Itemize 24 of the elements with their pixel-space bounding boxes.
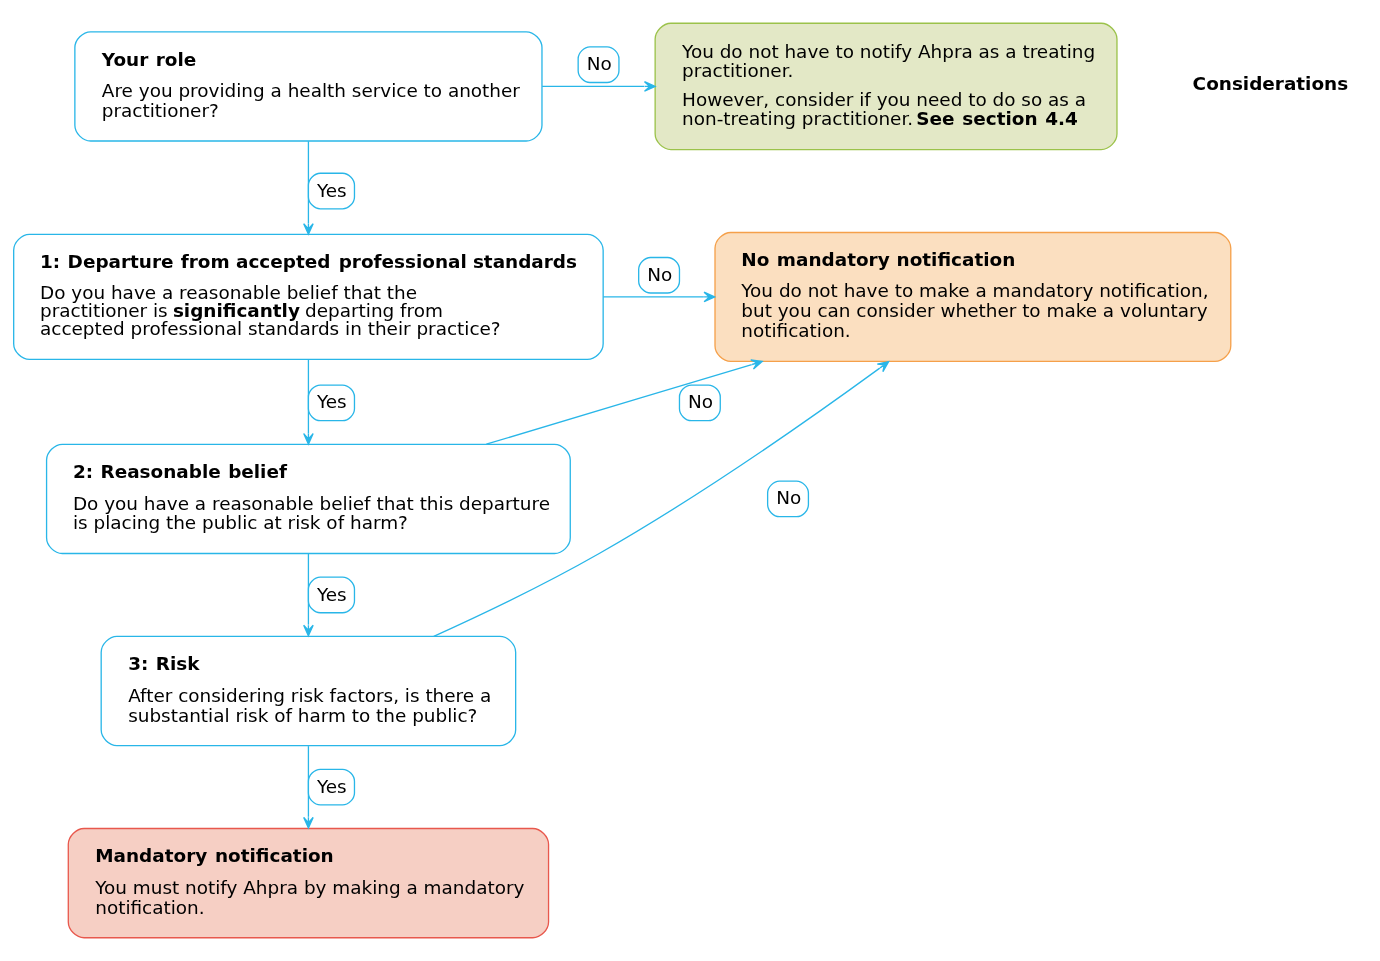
node-box: Your role Are you providing a health service to another practitioner? xyxy=(74,31,543,142)
arrow xyxy=(303,359,314,445)
edge-label: Yes xyxy=(316,391,347,413)
node-box: 3: Risk After considering risk factors, is there a substantial risk of harm to the public? xyxy=(100,635,517,747)
arrow xyxy=(303,553,314,637)
node-box: You do not have to notify Ahpra as a treating practitioner. However, consider if you need to do so as a non-treating practitioner. See section 4.4 xyxy=(654,22,1118,151)
edge-label: No xyxy=(688,391,714,413)
node-box: Mandatory notification You must notify Ahpra by making a mandatory notification. xyxy=(67,827,550,939)
arrow xyxy=(303,745,314,829)
edge-label: Yes xyxy=(316,179,347,201)
edge-label: No xyxy=(586,53,612,75)
label: Considerations xyxy=(1192,72,1349,94)
node-box: 1: Departure from accepted professional standards Do you have a reasonable belief that the practitioner is significantly departing from accepted professional standards in their practice? xyxy=(13,233,604,361)
arrow xyxy=(433,360,890,638)
node-box: No mandatory notification You do not have to make a mandatory notification, but you can consider whether to make a voluntary notification. xyxy=(714,231,1232,363)
arrow xyxy=(485,359,763,445)
edge-label: Yes xyxy=(316,775,347,797)
arrow xyxy=(303,140,314,235)
arrow xyxy=(602,291,716,303)
node-box: 2: Reasonable belief Do you have a reasonable belief that this departure is placing the public at risk of harm? xyxy=(45,443,571,555)
edge-label: No xyxy=(647,263,673,285)
arrow xyxy=(541,81,656,92)
edge-label: Yes xyxy=(316,583,347,605)
edge-label: No xyxy=(776,487,802,509)
